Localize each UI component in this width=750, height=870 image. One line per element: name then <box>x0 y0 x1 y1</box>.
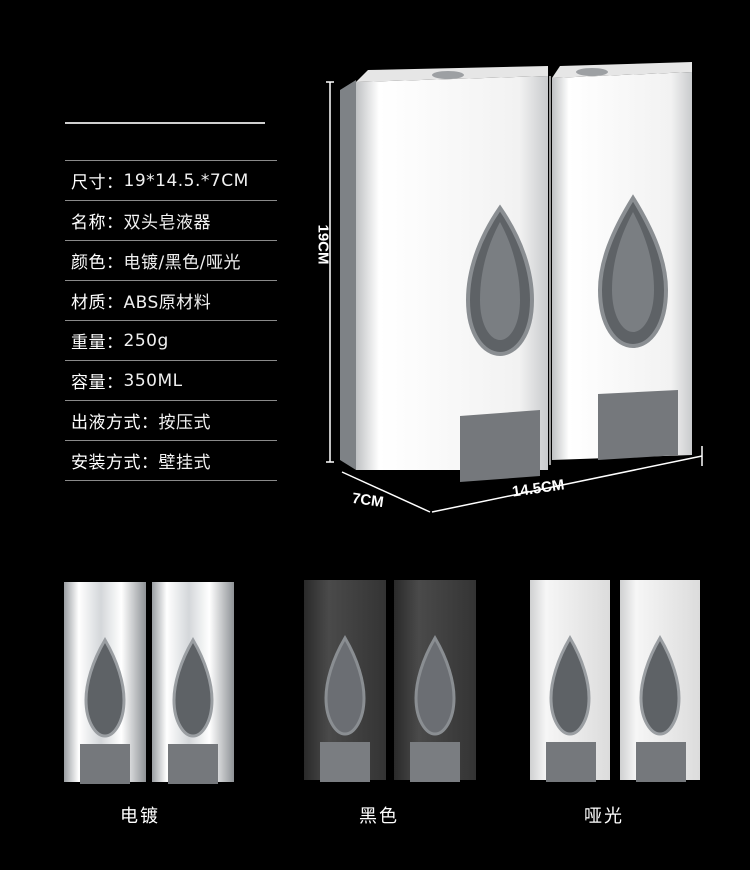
spec-row-capacity: 容量： 350ML <box>65 361 277 401</box>
variant-label-black: 黑色 <box>359 806 399 827</box>
dispenser-side-shade <box>340 80 356 470</box>
spec-value: 按压式 <box>158 413 211 433</box>
height-dimension-label: 19CM <box>314 224 332 265</box>
dimension-lines <box>326 81 703 513</box>
fill-hole <box>576 68 608 76</box>
spec-key: 容量： <box>71 373 124 393</box>
push-button <box>598 390 678 460</box>
spec-value: 250g <box>123 330 169 351</box>
spec-value: 350ML <box>123 370 183 391</box>
variant-black <box>304 580 476 782</box>
spec-row-color: 颜色： 电镀/黑色/哑光 <box>65 241 277 281</box>
spec-key: 出液方式： <box>71 413 159 433</box>
variant-label-chrome: 电镀 <box>120 806 160 827</box>
variant-chrome <box>64 582 234 784</box>
push-button <box>460 410 540 482</box>
spec-row-name: 名称： 双头皂液器 <box>65 201 277 241</box>
spec-key: 名称： <box>71 213 124 233</box>
spec-key: 重量： <box>71 333 124 353</box>
main-dispenser <box>340 62 692 482</box>
spec-key: 尺寸： <box>71 173 124 193</box>
spec-row-install: 安装方式： 壁挂式 <box>65 441 277 481</box>
spec-key: 材质： <box>71 293 124 313</box>
spec-row-dispense: 出液方式： 按压式 <box>65 401 277 441</box>
spec-table: 尺寸： 19*14.5.*7CM 名称： 双头皂液器 颜色： 电镀/黑色/哑光 … <box>65 160 277 481</box>
spec-row-material: 材质： ABS原材料 <box>65 281 277 321</box>
spec-row-weight: 重量： 250g <box>65 321 277 361</box>
spec-value: 19*14.5.*7CM <box>123 170 249 191</box>
dispenser-left-body <box>356 76 548 470</box>
top-divider <box>65 122 265 124</box>
spec-value: 电镀/黑色/哑光 <box>123 253 241 273</box>
variant-matte <box>530 580 700 782</box>
fill-hole <box>432 71 464 79</box>
variant-label-matte: 哑光 <box>584 806 624 827</box>
spec-value: ABS原材料 <box>123 293 212 313</box>
spec-value: 双头皂液器 <box>123 213 211 233</box>
spec-row-size: 尺寸： 19*14.5.*7CM <box>65 161 277 201</box>
spec-key: 安装方式： <box>71 453 159 473</box>
spec-key: 颜色： <box>71 253 124 273</box>
spec-value: 壁挂式 <box>158 453 211 473</box>
